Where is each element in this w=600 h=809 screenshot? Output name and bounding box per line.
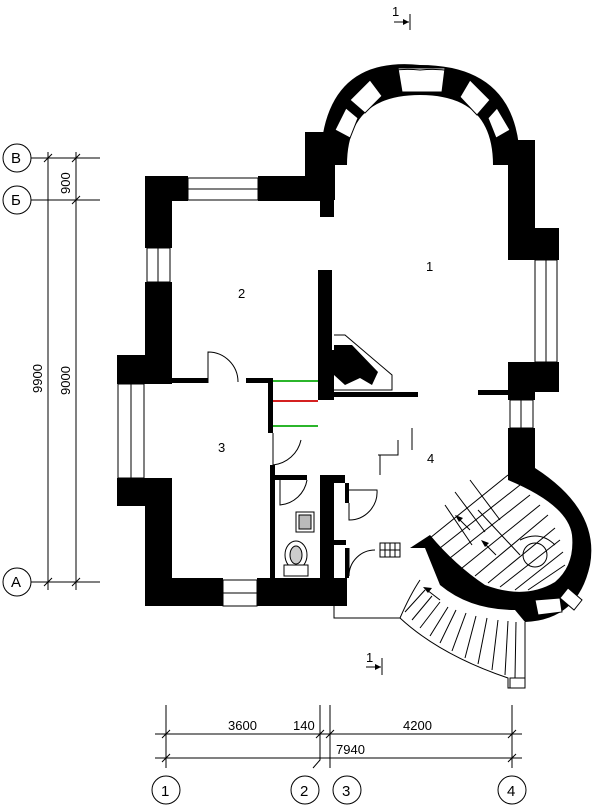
section-mark-top-label: 1 [392,4,399,19]
left-dimensions: 9900 9000 900 [30,152,100,590]
axis-2: 2 [300,783,308,800]
room-1-label: 1 [426,259,433,274]
axis-4: 4 [507,783,515,800]
fireplace [334,334,393,391]
dim-outer-total: 9900 [30,364,45,393]
axis-3: 3 [342,783,350,800]
axis-1: 1 [161,783,169,800]
dim-lower: 9000 [58,366,73,395]
dim-upper: 900 [58,172,73,194]
room-3-label: 3 [218,440,225,455]
bay-window-arc [320,64,520,166]
axis-a: А [11,574,21,591]
axis-b: Б [11,192,21,209]
bottom-dimensions: 3600 140 4200 7940 [155,705,522,769]
dim-total: 7940 [336,742,365,757]
outdoor-stair [333,542,526,689]
wc-fixtures [283,511,315,577]
section-mark-top: 1 [392,4,411,30]
room-4-label: 4 [427,451,434,466]
bottom-axis-markers: 1 2 3 4 [151,775,527,805]
room-2-label: 2 [238,286,245,301]
dim-left: 3600 [228,718,257,733]
walls [117,132,559,606]
axis-v: В [11,150,21,167]
left-axis-markers: В Б А [2,143,46,597]
section-mark-bottom: 1 [366,650,383,675]
section-mark-bottom-label: 1 [366,650,373,665]
dim-mid: 140 [293,718,315,733]
internal-stair [273,380,318,427]
room-labels: 1 2 3 4 [218,259,434,466]
spiral-stair [410,468,592,622]
dim-right: 4200 [403,718,432,733]
windows [117,177,558,607]
doors [207,351,413,577]
